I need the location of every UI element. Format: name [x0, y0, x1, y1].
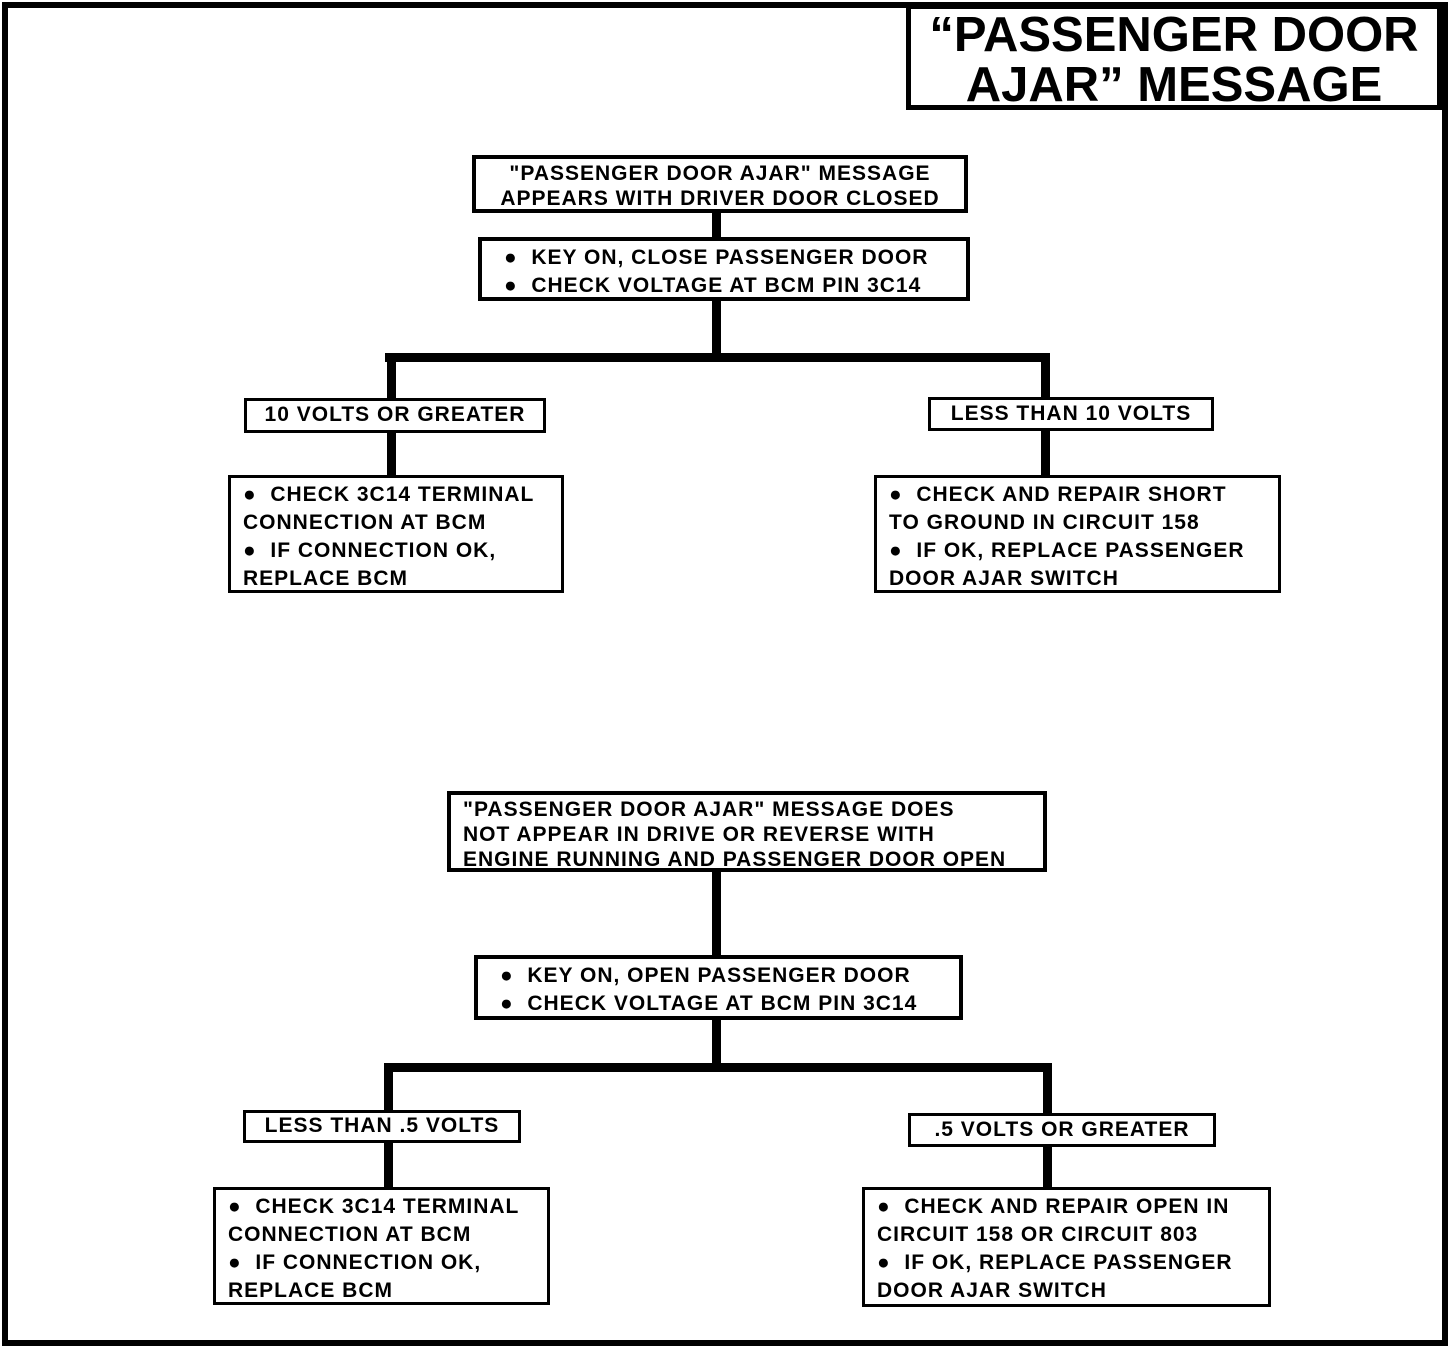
chart2-action-left-line: ● IF CONNECTION OK, — [228, 1251, 482, 1274]
chart1-action-left-line: ● IF CONNECTION OK, — [243, 539, 497, 562]
chart1-connector-right-action — [1041, 431, 1050, 476]
chart1-action-left-line: CONNECTION AT BCM — [243, 511, 487, 534]
chart1-step-box: ● KEY ON, CLOSE PASSENGER DOOR ● CHECK V… — [478, 237, 970, 301]
chart2-connector-left-action — [384, 1143, 393, 1189]
chart1-step-line: ● KEY ON, CLOSE PASSENGER DOOR — [504, 246, 929, 269]
chart2-connector-branch-left — [384, 1063, 393, 1112]
chart1-condition-right: LESS THAN 10 VOLTS — [928, 397, 1214, 431]
chart2-connector-right-action — [1043, 1147, 1052, 1189]
chart1-condition-left: 10 VOLTS OR GREATER — [244, 398, 546, 433]
chart2-start-line: "PASSENGER DOOR AJAR" MESSAGE DOES — [463, 798, 955, 821]
chart2-start-line: NOT APPEAR IN DRIVE OR REVERSE WITH — [463, 823, 935, 846]
chart1-action-right: ● CHECK AND REPAIR SHORT TO GROUND IN CI… — [874, 475, 1281, 593]
chart2-connector-branch-right — [1043, 1063, 1052, 1115]
chart1-connector-step-branch — [712, 301, 721, 361]
chart2-connector-start-step — [712, 872, 721, 957]
chart2-condition-left: LESS THAN .5 VOLTS — [243, 1110, 521, 1143]
chart1-connector-branch-right — [1041, 353, 1050, 399]
chart2-start-line: ENGINE RUNNING AND PASSENGER DOOR OPEN — [463, 848, 1007, 871]
page-title-line2: AJAR” MESSAGE — [965, 58, 1383, 112]
chart1-branch-bar — [385, 353, 1049, 362]
chart1-start-line: APPEARS WITH DRIVER DOOR CLOSED — [500, 187, 940, 210]
chart1-step-line: ● CHECK VOLTAGE AT BCM PIN 3C14 — [504, 274, 922, 297]
chart2-action-right-line: DOOR AJAR SWITCH — [877, 1279, 1107, 1302]
chart2-action-left-line: REPLACE BCM — [228, 1279, 394, 1302]
page-title: “PASSENGER DOOR AJAR” MESSAGE — [906, 4, 1442, 110]
chart1-start-box: "PASSENGER DOOR AJAR" MESSAGE APPEARS WI… — [472, 155, 968, 213]
chart1-action-left-line: REPLACE BCM — [243, 567, 409, 590]
chart1-action-right-line: TO GROUND IN CIRCUIT 158 — [889, 511, 1200, 534]
chart2-action-left-line: ● CHECK 3C14 TERMINAL — [228, 1195, 520, 1218]
chart1-action-right-line: ● CHECK AND REPAIR SHORT — [889, 483, 1227, 506]
chart2-action-right: ● CHECK AND REPAIR OPEN IN CIRCUIT 158 O… — [862, 1187, 1271, 1307]
chart2-start-box: "PASSENGER DOOR AJAR" MESSAGE DOES NOT A… — [447, 791, 1047, 872]
chart2-branch-bar — [384, 1063, 1052, 1072]
chart1-condition-left-label: 10 VOLTS OR GREATER — [264, 403, 526, 426]
chart2-action-right-line: ● IF OK, REPLACE PASSENGER — [877, 1251, 1233, 1274]
chart2-action-left: ● CHECK 3C14 TERMINAL CONNECTION AT BCM … — [213, 1187, 550, 1305]
chart1-action-right-line: ● IF OK, REPLACE PASSENGER — [889, 539, 1245, 562]
chart2-condition-left-label: LESS THAN .5 VOLTS — [264, 1114, 500, 1137]
chart2-connector-step-branch — [712, 1020, 721, 1070]
chart2-step-line: ● CHECK VOLTAGE AT BCM PIN 3C14 — [500, 992, 918, 1015]
chart2-step-line: ● KEY ON, OPEN PASSENGER DOOR — [500, 964, 911, 987]
chart1-action-left-line: ● CHECK 3C14 TERMINAL — [243, 483, 535, 506]
chart1-start-line: "PASSENGER DOOR AJAR" MESSAGE — [509, 162, 931, 185]
chart1-connector-start-step — [712, 211, 721, 239]
chart2-action-left-line: CONNECTION AT BCM — [228, 1223, 472, 1246]
chart2-action-right-line: ● CHECK AND REPAIR OPEN IN — [877, 1195, 1230, 1218]
chart1-condition-right-label: LESS THAN 10 VOLTS — [950, 402, 1192, 425]
chart2-condition-right: .5 VOLTS OR GREATER — [908, 1113, 1216, 1147]
chart1-action-left: ● CHECK 3C14 TERMINAL CONNECTION AT BCM … — [228, 475, 564, 593]
chart2-step-box: ● KEY ON, OPEN PASSENGER DOOR ● CHECK VO… — [474, 955, 963, 1020]
chart2-action-right-line: CIRCUIT 158 OR CIRCUIT 803 — [877, 1223, 1199, 1246]
chart2-condition-right-label: .5 VOLTS OR GREATER — [934, 1118, 1190, 1141]
chart1-connector-left-action — [387, 433, 396, 477]
chart1-action-right-line: DOOR AJAR SWITCH — [889, 567, 1119, 590]
chart1-connector-branch-left — [387, 353, 396, 400]
page-title-line1: “PASSENGER DOOR — [929, 8, 1419, 62]
